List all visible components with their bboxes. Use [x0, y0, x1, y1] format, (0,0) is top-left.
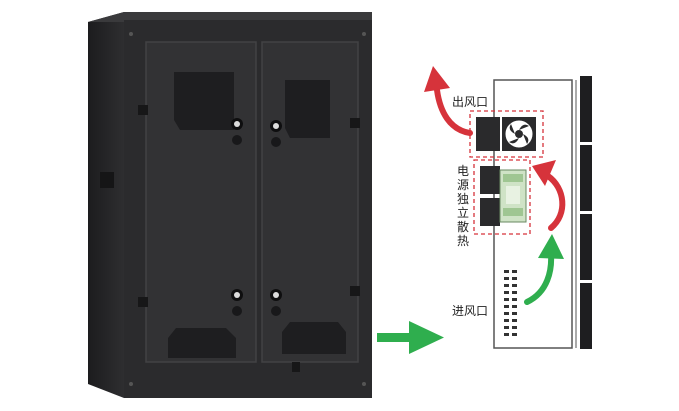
- cabinet-top: [88, 12, 372, 22]
- cabinet-module-top-left: [174, 72, 234, 130]
- airflow-out-arrowhead: [424, 66, 450, 92]
- fan-housing: [476, 117, 500, 151]
- lock-icon: [270, 289, 282, 316]
- power-highlight-box: [473, 159, 531, 235]
- cross-section-view: [424, 66, 592, 349]
- power-bracket-lower: [480, 198, 500, 226]
- outlet-highlight-box: [469, 110, 544, 158]
- fan-icon: [502, 117, 536, 151]
- lock-icon: [231, 118, 243, 145]
- power-bracket-upper: [480, 166, 500, 194]
- led-module: [580, 76, 592, 142]
- power-module-icon: [499, 169, 527, 223]
- vent-grille-icon: [504, 270, 517, 336]
- cabinet-back-view: [88, 12, 372, 398]
- mount-tab: [292, 362, 300, 372]
- cabinet-side-handle: [100, 172, 114, 188]
- mount-tab: [350, 286, 360, 296]
- power-cooling-label: 电源独立散热: [456, 164, 469, 248]
- transition-arrow: [377, 321, 444, 354]
- inlet-label: 进风口: [452, 304, 489, 318]
- outlet-label: 出风口: [452, 95, 489, 109]
- led-module: [580, 214, 592, 280]
- mount-tab: [138, 297, 148, 307]
- airflow-in-arrowhead: [538, 234, 564, 259]
- led-module: [580, 283, 592, 349]
- lock-icon: [231, 289, 243, 316]
- mount-tab: [350, 118, 360, 128]
- cabinet-module-bottom-right: [282, 322, 346, 354]
- mount-tab: [138, 105, 148, 115]
- airflow-out-arrow: [434, 87, 473, 136]
- airflow-rise-arrow: [545, 173, 566, 231]
- cabinet-module-bottom-left: [168, 328, 236, 358]
- led-module: [580, 145, 592, 211]
- airflow-rise-arrowhead: [532, 160, 556, 186]
- cabinet-side: [88, 12, 124, 398]
- lock-icon: [270, 120, 282, 147]
- cabinet-module-top-right: [285, 80, 330, 138]
